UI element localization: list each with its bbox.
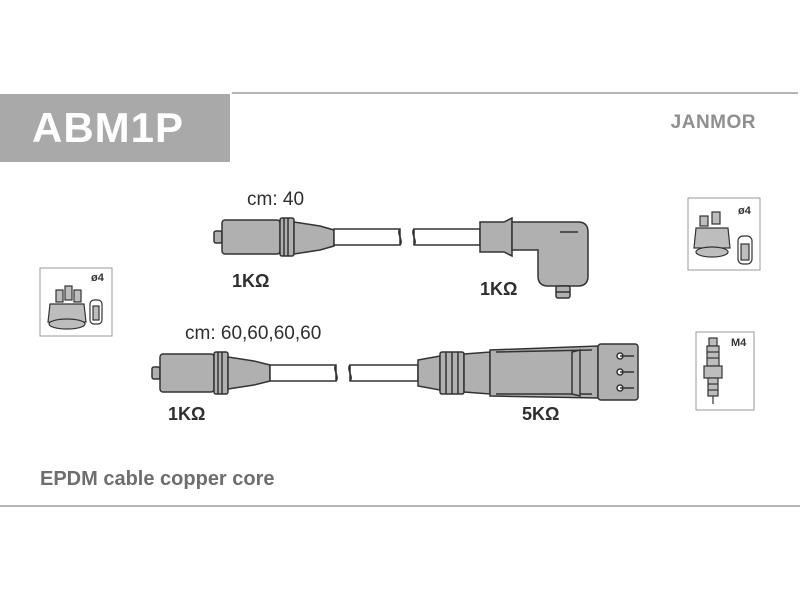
ignition-coil-diameter-label: ø4 [738,205,751,217]
spark-plug-thread-label: M4 [731,337,747,349]
brand-name: JANMOR [670,112,756,133]
cable-2-left-resistance: 1KΩ [168,404,206,424]
cable-1-right-angle-boot [479,216,589,299]
distributor-cap-icon [39,267,113,337]
cable-2-left-boot [151,351,271,395]
cable-1-left-resistance: 1KΩ [232,271,270,291]
cable-1-wire [333,228,481,246]
cable-2-wire [269,364,419,382]
header-divider-line [232,92,798,94]
cable-1-right-resistance: 1KΩ [480,279,518,299]
footer-divider-line [0,505,800,507]
distributor-cap-diameter-label: ø4 [91,272,104,284]
cable-1-break [398,228,416,246]
spark-plug-icon [695,331,755,411]
cable-1-length-label: cm: 40 [247,189,305,210]
product-code: ABM1P [32,104,185,151]
cable-2-length-label: cm: 60,60,60,60 [185,323,322,344]
cable-2-break [334,364,352,382]
cable-2-right-boot [417,343,639,401]
cable-description: EPDM cable copper core [40,468,275,490]
ignition-coil-icon [687,197,761,271]
cable-2-right-resistance: 5KΩ [522,404,560,424]
cable-1-left-boot [213,217,335,257]
product-code-badge: ABM1P [0,94,230,162]
